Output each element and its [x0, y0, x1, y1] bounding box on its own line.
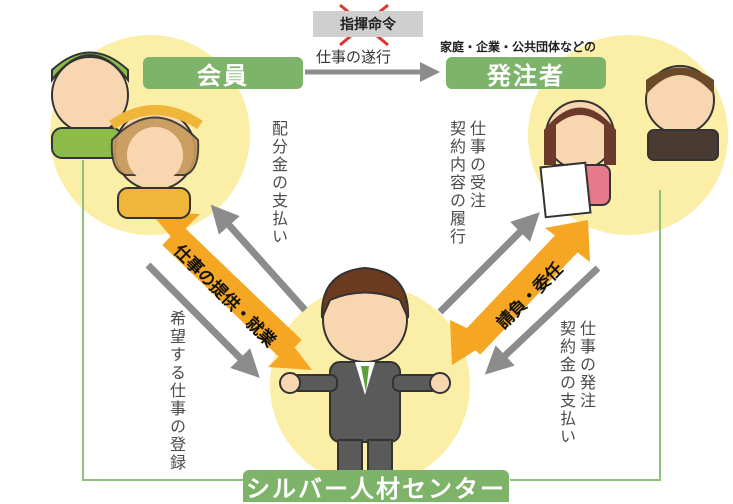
member-couple-illustration — [51, 51, 203, 219]
member-node-label: 会員 — [143, 57, 303, 90]
client-node-label: 発注者 — [446, 57, 606, 90]
client-caption: 家庭・企業・公共団体などの — [440, 40, 597, 54]
frame-line-right — [510, 190, 661, 481]
arrow-registration — [145, 262, 260, 378]
arrow-order-payment — [484, 265, 601, 375]
distribution-label: 配分金の支払い — [269, 120, 288, 246]
arrow-distribution — [210, 204, 308, 313]
arrow-contract-fulfill — [437, 212, 540, 315]
contract-fulfill-label: 仕事の受注 契約内容の履行 — [447, 120, 486, 246]
center-node-label: シルバー人材センター — [243, 470, 509, 503]
work-execution-label: 仕事の遂行 — [316, 48, 392, 66]
center-staff-illustration — [279, 266, 451, 486]
frame-line-left — [82, 160, 245, 481]
orange-arrow-right — [450, 220, 590, 365]
command-label: 指揮命令 — [313, 11, 423, 37]
order-payment-label: 仕事の発注 契約金の支払い — [557, 320, 596, 446]
client-people-illustration — [539, 65, 719, 219]
job-registration-label: 希望する仕事の登録 — [167, 310, 186, 472]
